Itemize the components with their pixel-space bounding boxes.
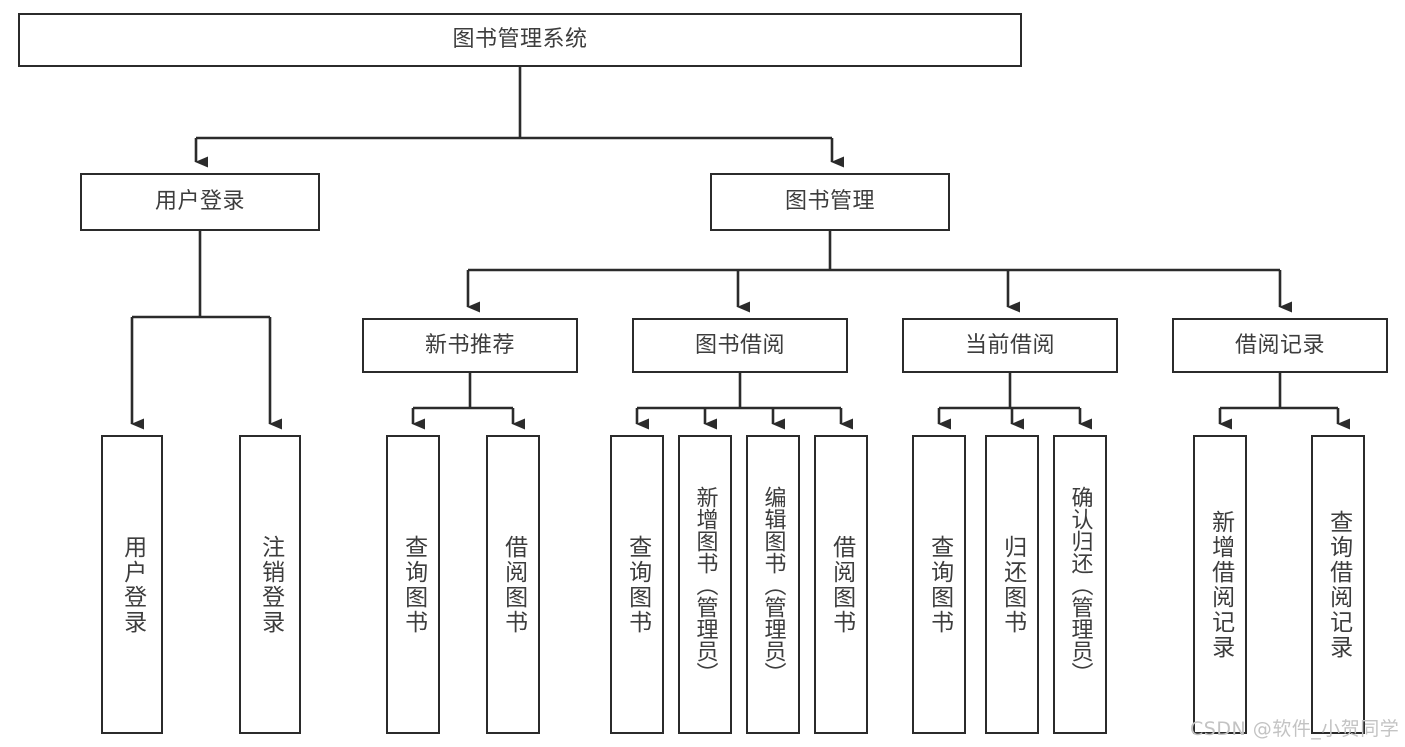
node-borrow-record-label: 借阅记录	[1234, 332, 1325, 358]
node-leaf-query-book-new[interactable]: 查询图书	[386, 435, 440, 734]
node-leaf-query-book-current[interactable]: 查询图书	[912, 435, 966, 734]
node-leaf-confirm-return-admin-label: 确认归还（管理员）	[1067, 485, 1093, 684]
node-leaf-return-book-label: 归还图书	[999, 534, 1026, 635]
node-leaf-borrow-book[interactable]: 借阅图书	[814, 435, 868, 734]
node-leaf-add-borrow-record[interactable]: 新增借阅记录	[1193, 435, 1247, 734]
node-leaf-return-book[interactable]: 归还图书	[985, 435, 1039, 734]
node-book-management-label: 图书管理	[784, 189, 875, 214]
node-user-login-label: 用户登录	[154, 189, 245, 214]
node-leaf-query-borrow-record[interactable]: 查询借阅记录	[1311, 435, 1365, 734]
node-leaf-user-login-label: 用户登录	[119, 534, 146, 635]
node-leaf-query-book-new-label: 查询图书	[400, 534, 427, 635]
node-leaf-user-logout-label: 注销登录	[257, 534, 284, 635]
node-leaf-query-book-borrow[interactable]: 查询图书	[610, 435, 664, 734]
node-leaf-query-borrow-record-label: 查询借阅记录	[1325, 509, 1352, 660]
node-root-label: 图书管理系统	[452, 27, 588, 52]
node-book-management[interactable]: 图书管理	[710, 173, 950, 231]
node-leaf-borrow-book-label: 借阅图书	[828, 534, 855, 635]
node-leaf-query-book-borrow-label: 查询图书	[624, 534, 651, 635]
node-current-borrow-label: 当前借阅	[964, 332, 1055, 358]
node-leaf-confirm-return-admin[interactable]: 确认归还（管理员）	[1053, 435, 1107, 734]
node-leaf-edit-book-admin-label: 编辑图书（管理员）	[760, 485, 786, 684]
node-leaf-user-login[interactable]: 用户登录	[101, 435, 163, 734]
node-new-book-recommend[interactable]: 新书推荐	[362, 318, 578, 373]
node-leaf-borrow-book-new[interactable]: 借阅图书	[486, 435, 540, 734]
csdn-watermark: CSDN @软件_小贺同学	[1190, 718, 1400, 740]
node-leaf-add-book-admin[interactable]: 新增图书（管理员）	[678, 435, 732, 734]
node-user-login[interactable]: 用户登录	[80, 173, 320, 231]
node-leaf-borrow-book-new-label: 借阅图书	[500, 534, 527, 635]
node-new-book-recommend-label: 新书推荐	[424, 332, 515, 358]
node-current-borrow[interactable]: 当前借阅	[902, 318, 1118, 373]
node-leaf-user-logout[interactable]: 注销登录	[239, 435, 301, 734]
node-root[interactable]: 图书管理系统	[18, 13, 1022, 67]
node-leaf-query-book-current-label: 查询图书	[926, 534, 953, 635]
node-leaf-add-book-admin-label: 新增图书（管理员）	[692, 485, 718, 684]
node-book-borrow-label: 图书借阅	[694, 332, 785, 358]
node-leaf-edit-book-admin[interactable]: 编辑图书（管理员）	[746, 435, 800, 734]
node-book-borrow[interactable]: 图书借阅	[632, 318, 848, 373]
node-borrow-record[interactable]: 借阅记录	[1172, 318, 1388, 373]
node-leaf-add-borrow-record-label: 新增借阅记录	[1207, 509, 1234, 660]
